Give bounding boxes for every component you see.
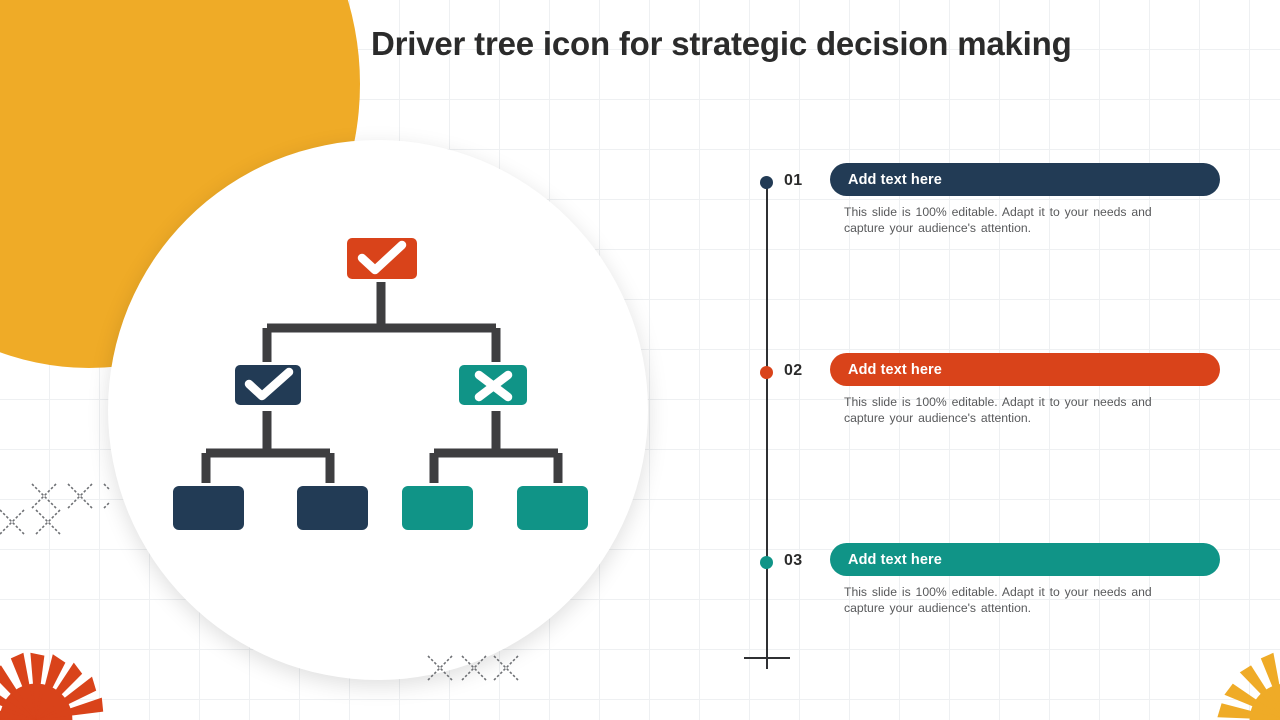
timeline-dot-02 bbox=[760, 366, 773, 379]
timeline-pill-01[interactable]: Add text here bbox=[830, 163, 1220, 196]
page-title: Driver tree icon for strategic decision … bbox=[371, 25, 1072, 62]
tree-node-root bbox=[344, 235, 420, 282]
driver-tree-diagram bbox=[150, 225, 620, 535]
timeline-body-02: This slide is 100% editable. Adapt it to… bbox=[844, 395, 1152, 426]
tree-node-leaf-3 bbox=[399, 483, 476, 533]
tree-node-l2-right bbox=[456, 362, 530, 408]
timeline-dot-01 bbox=[760, 176, 773, 189]
timeline-end-cap bbox=[744, 657, 790, 659]
sunburst-bottom-right-icon bbox=[1216, 650, 1280, 720]
sunburst-bottom-left-icon bbox=[0, 650, 106, 720]
timeline-pill-02[interactable]: Add text here bbox=[830, 353, 1220, 386]
timeline-number-03: 03 bbox=[784, 552, 803, 569]
timeline-body-03: This slide is 100% editable. Adapt it to… bbox=[844, 585, 1152, 616]
timeline-list: 01 Add text here This slide is 100% edit… bbox=[744, 163, 1244, 670]
timeline-number-02: 02 bbox=[784, 362, 803, 379]
timeline-heading-02: Add text here bbox=[848, 361, 942, 378]
timeline-heading-03: Add text here bbox=[848, 551, 942, 568]
tree-node-leaf-2 bbox=[294, 483, 371, 533]
tree-node-leaf-1 bbox=[170, 483, 247, 533]
timeline-heading-01: Add text here bbox=[848, 171, 942, 188]
x-mark-row-bottom bbox=[420, 650, 530, 690]
tree-node-l2-left bbox=[232, 362, 304, 408]
timeline-dot-03 bbox=[760, 556, 773, 569]
timeline-pill-03[interactable]: Add text here bbox=[830, 543, 1220, 576]
x-mark-grid-left bbox=[0, 474, 110, 536]
timeline-vertical-line bbox=[766, 182, 768, 669]
timeline-number-01: 01 bbox=[784, 172, 803, 189]
white-content-circle bbox=[108, 140, 648, 680]
timeline-body-01: This slide is 100% editable. Adapt it to… bbox=[844, 205, 1152, 236]
tree-node-leaf-4 bbox=[514, 483, 591, 533]
